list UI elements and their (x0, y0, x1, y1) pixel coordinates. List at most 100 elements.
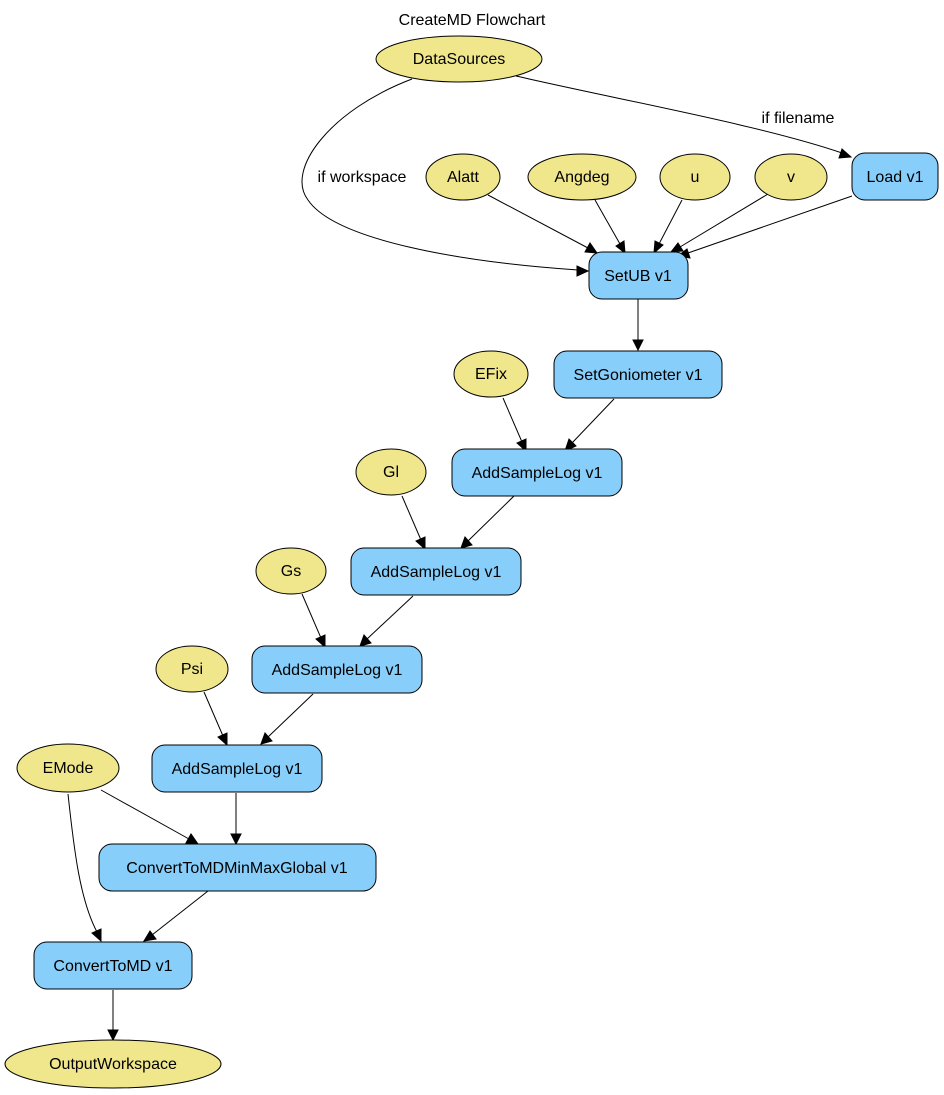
node-u-label: u (691, 169, 700, 186)
node-setub[interactable]: SetUB v1 (588, 251, 689, 300)
node-emode-shape (16, 743, 120, 793)
node-efix-label: EFix (475, 366, 507, 383)
edge-u-setub (658, 199, 683, 245)
node-outputworkspace[interactable]: OutputWorkspace (4, 1039, 222, 1089)
node-gl-shape (355, 448, 427, 496)
node-gl[interactable]: Gl (355, 448, 427, 496)
arrowhead (315, 634, 326, 649)
node-addsamplelog-3-shape (251, 645, 423, 694)
arrowhead (632, 339, 644, 352)
node-v-shape (754, 153, 828, 201)
node-converttomdminmaxglobal-shape (98, 843, 377, 892)
node-addsamplelog-1-shape (451, 448, 623, 497)
node-u[interactable]: u (659, 153, 731, 201)
arrowhead (260, 732, 273, 745)
arrowhead (584, 242, 599, 254)
node-converttomd[interactable]: ConvertToMD v1 (33, 941, 193, 990)
node-efix-shape (453, 350, 529, 398)
nodes: DataSources Alatt Angdeg u v Load v1 (4, 35, 939, 1089)
node-setgoniometer-shape (553, 350, 723, 399)
arrowhead (615, 240, 626, 255)
arrowhead (838, 148, 853, 159)
node-converttomd-shape (33, 941, 193, 990)
node-setub-label: SetUB v1 (604, 268, 672, 285)
node-setgoniometer-label: SetGoniometer v1 (574, 367, 703, 384)
node-addsamplelog-1[interactable]: AddSampleLog v1 (451, 448, 623, 497)
node-addsamplelog-3-label: AddSampleLog v1 (272, 662, 403, 679)
edge-emode-converttomd (67, 793, 98, 933)
edge-addsamplelog3-addsamplelog4 (267, 693, 314, 738)
edge-emode-converttomdminmaxglobal (100, 789, 190, 840)
edge-gl-addsamplelog2 (401, 495, 422, 541)
edge-angdeg-setub (594, 199, 621, 245)
arrowhead (185, 833, 200, 845)
node-converttomd-label: ConvertToMD v1 (53, 958, 172, 975)
node-gs[interactable]: Gs (255, 547, 327, 595)
node-angdeg[interactable]: Angdeg (527, 153, 637, 201)
arrowhead (143, 930, 157, 942)
node-angdeg-shape (527, 153, 637, 201)
edge-efix-addsamplelog1 (502, 397, 523, 443)
node-load-shape (851, 152, 939, 201)
node-addsamplelog-4[interactable]: AddSampleLog v1 (151, 744, 323, 793)
node-alatt-shape (425, 153, 501, 201)
node-setub-shape (588, 251, 689, 300)
node-alatt-label: Alatt (447, 169, 480, 186)
edge-load-setub (687, 195, 853, 254)
edge-datasources-load (515, 75, 843, 154)
node-v-label: v (787, 169, 795, 186)
arrowhead (460, 536, 473, 549)
edge-converttomdminmaxglobal-converttomd (151, 890, 209, 936)
edge-label-if-filename: if filename (762, 110, 835, 127)
node-datasources-shape (375, 35, 543, 83)
node-converttomdminmaxglobal-label: ConvertToMDMinMaxGlobal v1 (126, 860, 348, 877)
node-alatt[interactable]: Alatt (425, 153, 501, 201)
node-efix[interactable]: EFix (453, 350, 529, 398)
node-gl-label: Gl (383, 464, 399, 481)
arrowhead (576, 265, 590, 277)
edge-alatt-setub (487, 194, 589, 249)
arrowhead (415, 536, 426, 551)
node-addsamplelog-4-shape (151, 744, 323, 793)
node-addsamplelog-3[interactable]: AddSampleLog v1 (251, 645, 423, 694)
edge-setgoniometer-addsamplelog1 (571, 398, 615, 444)
node-addsamplelog-1-label: AddSampleLog v1 (472, 465, 603, 482)
node-load[interactable]: Load v1 (851, 152, 939, 201)
edge-psi-addsamplelog4 (203, 691, 224, 737)
node-datasources-label: DataSources (413, 51, 506, 68)
node-load-label: Load v1 (867, 169, 924, 186)
node-outputworkspace-shape (4, 1039, 222, 1089)
node-angdeg-label: Angdeg (554, 169, 609, 186)
node-psi[interactable]: Psi (155, 645, 229, 693)
node-datasources[interactable]: DataSources (375, 35, 543, 83)
edges: if workspace if filename (67, 75, 853, 1042)
arrowhead (359, 634, 372, 647)
edge-datasources-setub (301, 78, 579, 271)
edge-addsamplelog1-addsamplelog2 (467, 495, 515, 542)
arrowhead (516, 438, 527, 453)
arrowhead (217, 732, 228, 747)
node-setgoniometer[interactable]: SetGoniometer v1 (553, 350, 723, 399)
node-outputworkspace-label: OutputWorkspace (49, 1056, 177, 1073)
node-emode[interactable]: EMode (16, 743, 120, 793)
node-psi-shape (155, 645, 229, 693)
arrowhead (107, 1029, 119, 1042)
node-addsamplelog-2-label: AddSampleLog v1 (371, 564, 502, 581)
node-v[interactable]: v (754, 153, 828, 201)
node-gs-label: Gs (281, 563, 301, 580)
node-converttomdminmaxglobal[interactable]: ConvertToMDMinMaxGlobal v1 (98, 843, 377, 892)
node-emode-label: EMode (43, 760, 94, 777)
edge-label-if-workspace: if workspace (318, 169, 407, 186)
node-addsamplelog-2[interactable]: AddSampleLog v1 (350, 547, 522, 596)
arrowhead (669, 242, 684, 253)
node-addsamplelog-2-shape (350, 547, 522, 596)
edge-gs-addsamplelog3 (301, 593, 322, 639)
node-u-shape (659, 153, 731, 201)
diagram-title: CreateMD Flowchart (399, 12, 546, 29)
arrowhead (653, 240, 664, 255)
node-gs-shape (255, 547, 327, 595)
node-psi-label: Psi (181, 661, 203, 678)
edge-v-setub (679, 193, 769, 248)
arrowhead (91, 928, 102, 943)
